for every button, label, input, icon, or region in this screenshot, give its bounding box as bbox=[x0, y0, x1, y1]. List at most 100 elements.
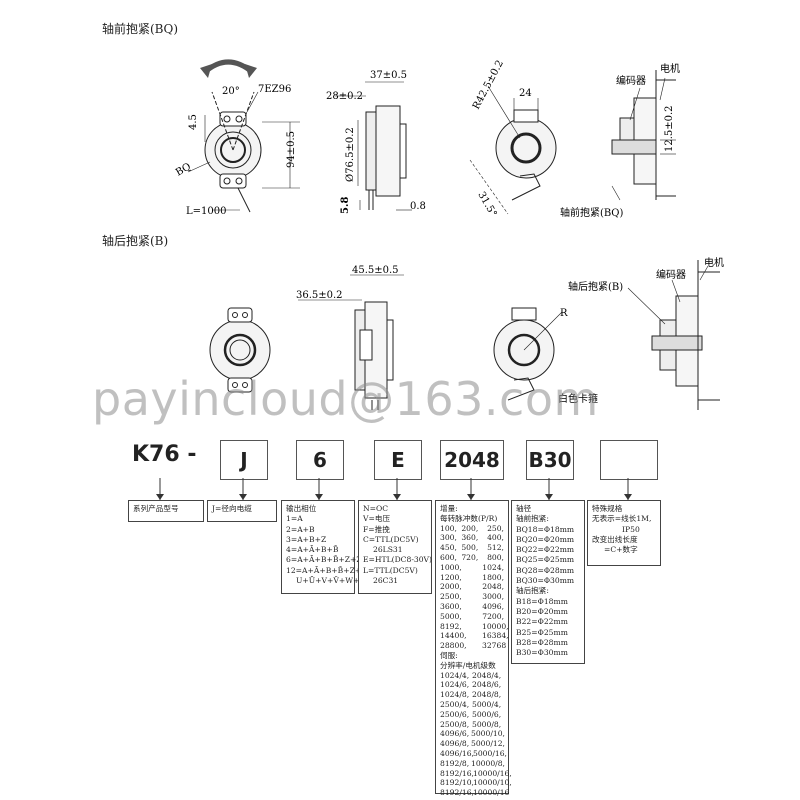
desc-shaft-line: B30=Φ30mm bbox=[516, 648, 568, 658]
dim-angle: 20° bbox=[222, 86, 240, 97]
pulses-cell bbox=[462, 563, 483, 573]
desc-series: 系列产品型号 bbox=[128, 500, 204, 522]
servo-cell: 10000/16, bbox=[473, 768, 512, 778]
desc-signal-line: 26C31 bbox=[373, 576, 399, 586]
desc-signal-line: C=TTL(DC5V) bbox=[363, 534, 419, 544]
servo-cell: 5000/12, bbox=[471, 739, 505, 749]
section-title-front: 轴前抱紧(BQ) bbox=[102, 22, 179, 36]
dim-76-5: Ø76.5±0.2 bbox=[345, 127, 356, 182]
servo-cell: 8192/10, bbox=[440, 778, 474, 788]
desc-output-line: 12=A+Ā+B+B̄+Z+Z̄ bbox=[286, 565, 367, 575]
servo-row: 8192/16,10000/16, bbox=[440, 768, 512, 779]
pulses-cell: 250, bbox=[487, 523, 504, 533]
pulses-row: 14400,16384, bbox=[440, 631, 509, 641]
servo-row: 8192/8,10000/8, bbox=[440, 758, 505, 769]
servo-list: 1024/4,2048/4,1024/6,2048/6,1024/8,2048/… bbox=[440, 670, 512, 798]
pulses-row: 28800,32768 bbox=[440, 641, 507, 651]
dim-12-5: 12.5±0.2 bbox=[664, 105, 675, 152]
desc-shaft-line: B25=Φ25mm bbox=[516, 627, 568, 637]
pulses-row: 1000,1024, bbox=[440, 563, 504, 573]
desc-shaft-line: B22=Φ22mm bbox=[516, 617, 568, 627]
desc-pulses-title: 每转脉冲数(P/R) bbox=[440, 513, 498, 523]
label-encoder-rear: 编码器 bbox=[656, 268, 686, 281]
desc-servo-title: 伺服: bbox=[440, 650, 458, 660]
servo-cell: 10000/8, bbox=[471, 758, 505, 768]
desc-signal-line: 26LS31 bbox=[373, 545, 403, 555]
pulses-cell bbox=[462, 631, 482, 641]
code-box-pulses: 2048 bbox=[440, 440, 504, 480]
code-box-cable: J bbox=[220, 440, 268, 480]
pulses-cell: 5000, bbox=[440, 611, 462, 621]
servo-cell: 2048/6, bbox=[472, 680, 502, 690]
dim-45-5: 45.5±0.5 bbox=[352, 265, 399, 276]
desc-shaft-line: BQ25=Φ25mm bbox=[516, 555, 575, 565]
desc-shaft-line: BQ20=Φ20mm bbox=[516, 534, 575, 544]
servo-cell: 10000/16 bbox=[473, 788, 510, 798]
pulses-cell: 500, bbox=[461, 543, 479, 553]
desc-special-line: IP50 bbox=[622, 524, 640, 534]
desc-output: 输出相位 1=A 2=A+B 3=A+B+Z 4=A+Ā+B+B̄ 6=A+Ā+… bbox=[281, 500, 368, 594]
servo-cell: 5000/6, bbox=[472, 709, 502, 719]
dim-r42-5: R42.5±0.2 bbox=[471, 58, 506, 111]
servo-cell: 1024/4, bbox=[440, 670, 470, 680]
pulses-cell: 800, bbox=[487, 552, 504, 562]
label-motor-rear: 电机 bbox=[704, 256, 724, 269]
desc-output-line: 3=A+B+Z bbox=[286, 534, 327, 544]
label-front-clamp: 轴前抱紧(BQ) bbox=[560, 206, 623, 219]
desc-output-line: 4=A+Ā+B+B̄ bbox=[286, 545, 339, 555]
dim-24: 24 bbox=[519, 88, 532, 99]
label-encoder-front: 编码器 bbox=[616, 74, 646, 87]
pulses-row: 600,720,800, bbox=[440, 553, 504, 563]
pulses-cell: 360, bbox=[461, 533, 479, 543]
desc-shaft-line: 轴前抱紧: bbox=[516, 514, 549, 524]
desc-signal-line: L=TTL(DC5V) bbox=[363, 565, 418, 575]
desc-special-line: 特殊规格 bbox=[592, 504, 623, 513]
dim-28: 28±0.2 bbox=[326, 91, 363, 102]
pulses-cell: 4096, bbox=[482, 601, 504, 611]
desc-output-line: U+Ū+V+V̄+W+W̄ bbox=[296, 576, 368, 586]
desc-output-line: 2=A+B bbox=[286, 524, 315, 534]
servo-cell: 5000/4, bbox=[472, 699, 502, 709]
desc-pulses: 增量: 每转脉冲数(P/R) 100,200,250,300,360,400,4… bbox=[435, 500, 512, 797]
desc-cable-text: J=径向电缆 bbox=[212, 504, 252, 513]
desc-special-line: 改变出线长度 bbox=[592, 534, 638, 544]
dim-bq: BQ bbox=[174, 161, 193, 178]
desc-special-line: 无表示=线长1M, bbox=[592, 514, 652, 524]
front-clamp-drawings: 20° 7EZ96 4.5 94±0.5 BQ L=1000 37±0.5 28… bbox=[174, 58, 680, 219]
rear-view-1 bbox=[209, 307, 271, 393]
desc-series-text: 系列产品型号 bbox=[133, 504, 179, 513]
dim-cable-length: L=1000 bbox=[186, 206, 226, 217]
desc-signal-line: V=电压 bbox=[363, 514, 391, 524]
pulses-row: 2500,3000, bbox=[440, 592, 504, 602]
dim-r: R bbox=[560, 308, 568, 319]
desc-shaft-line: BQ28=Φ28mm bbox=[516, 565, 575, 575]
desc-servo-title: 分辨率/电机级数 bbox=[440, 660, 496, 670]
pulses-cell: 600, bbox=[440, 552, 457, 562]
pulses-cell: 32768 bbox=[482, 641, 507, 651]
desc-signal-line: F=推挽 bbox=[363, 524, 390, 534]
servo-cell: 5000/10, bbox=[471, 729, 505, 739]
label-white-clip: 白色卡箍 bbox=[558, 392, 598, 405]
pulses-cell: 100, bbox=[440, 523, 457, 533]
front-view-2 bbox=[335, 81, 412, 211]
servo-row: 1024/6,2048/6, bbox=[440, 680, 504, 690]
desc-shaft-line: B20=Φ20mm bbox=[516, 606, 568, 616]
front-view-1 bbox=[187, 59, 300, 213]
pulses-cell: 400, bbox=[487, 533, 504, 543]
desc-signal: N=OC V=电压 F=推挽 C=TTL(DC5V) 26LS31 E=HTL(… bbox=[358, 500, 432, 594]
desc-shaft-line: 轴径 bbox=[516, 504, 532, 513]
pulses-row: 2000,2048, bbox=[440, 582, 504, 592]
pulses-row: 100,200,250, bbox=[440, 524, 504, 534]
servo-cell: 8192/16, bbox=[440, 768, 474, 778]
pulses-cell: 512, bbox=[487, 543, 504, 553]
pulses-row: 300,360,400, bbox=[440, 533, 504, 543]
pulses-row: 5000,7200, bbox=[440, 612, 504, 622]
pulses-cell: 450, bbox=[440, 543, 457, 553]
pulses-cell bbox=[462, 641, 482, 651]
servo-row: 2500/8,5000/8, bbox=[440, 720, 504, 730]
servo-cell: 1024/6, bbox=[440, 680, 470, 690]
desc-special: 特殊规格 无表示=线长1M, IP50 改变出线长度 =C+数字 bbox=[587, 500, 661, 566]
servo-cell: 5000/16, bbox=[473, 748, 507, 758]
servo-cell: 8192/8, bbox=[440, 758, 470, 768]
